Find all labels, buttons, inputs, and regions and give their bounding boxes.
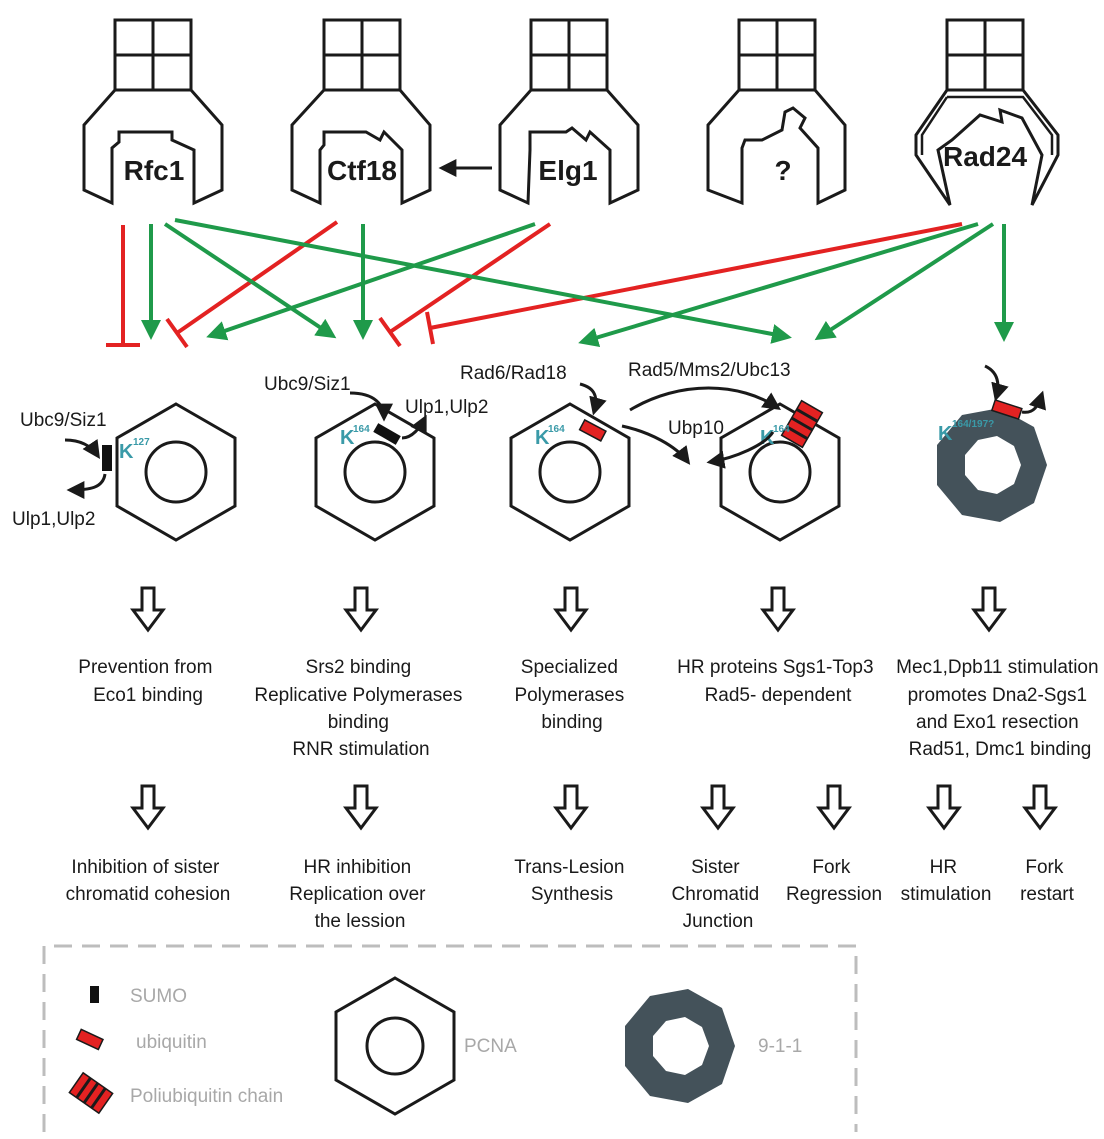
- clamp-label-rfc1: Rfc1: [124, 155, 185, 186]
- deubiquitination-arrow: [1021, 390, 1046, 414]
- clamp-911-ubiquitinated: K 164/197?: [937, 364, 1047, 522]
- pcna-polyubiquitin-k164: K 164 Rad5/Mms2/Ubc13 Ubp10: [621, 360, 841, 542]
- sumo-removal-arrow: [401, 414, 427, 440]
- sumo-removal-arrow: [66, 473, 107, 499]
- lysine-position: 127: [133, 437, 150, 448]
- legend: SUMO ubiquitin Poliubiquitin chain PCNA …: [42, 944, 858, 1132]
- clamp-loader-rfc1: Rfc1: [82, 18, 224, 206]
- rfc1-to-sumo-k164-arrow: [163, 222, 337, 339]
- lysine-position: 164: [548, 424, 565, 435]
- protease-label: Ulp1,Ulp2: [405, 397, 488, 418]
- lysine-label: K: [938, 423, 953, 445]
- deubiquitinase-label: Ubp10: [668, 418, 724, 439]
- legend-911-label: 9-1-1: [758, 1036, 802, 1057]
- ligase-label: Ubc9/Siz1: [264, 374, 351, 395]
- polyubiquitin-mark: [780, 399, 824, 449]
- down-arrow-function-3: [760, 586, 796, 633]
- lysine-position: 164/197?: [952, 419, 994, 430]
- down-arrow-outcome-6: [1022, 784, 1058, 831]
- rad24-inhibits-sumo-k164: [425, 222, 963, 345]
- function-monoubiquitin: Specialized Polymerases binding: [514, 657, 629, 733]
- pcna-monoubiquitin-k164: K 164 Rad6/Rad18: [460, 363, 631, 542]
- down-arrow-outcome-1: [343, 784, 379, 831]
- ligase-label: Rad6/Rad18: [460, 363, 567, 384]
- downstream-arrows: [130, 586, 1058, 831]
- rad24-to-polyub-arrow: [814, 222, 995, 341]
- function-texts: Prevention from Eco1 binding Srs2 bindin…: [78, 657, 1104, 760]
- outcome-fork-restart: Fork restart: [1020, 857, 1075, 905]
- ubiquitin-mark: [990, 398, 1023, 420]
- function-sumo-k164: Srs2 binding Replicative Polymerases bin…: [254, 657, 467, 760]
- ubiquitination-arrow: [579, 382, 607, 416]
- outcome-cohesion: Inhibition of sister chromatid cohesion: [66, 857, 231, 905]
- clamp-label-ctf18: Ctf18: [327, 155, 397, 186]
- down-arrow-function-2: [553, 586, 589, 633]
- clamp-label-elg1: Elg1: [538, 155, 597, 186]
- rad24-to-monoub-arrow: [578, 222, 979, 348]
- regulation-arrows: [106, 218, 1014, 349]
- down-arrow-outcome-4: [816, 784, 852, 831]
- ligase-label: Rad5/Mms2/Ubc13: [628, 360, 791, 381]
- down-arrow-outcome-3: [700, 784, 736, 831]
- function-polyubiquitin: HR proteins Sgs1-Top3 Rad5- dependent: [677, 657, 879, 706]
- rfc1-inhibits-sumo-k127: [106, 225, 140, 347]
- elg1-to-sumo-k127-arrow: [206, 222, 536, 341]
- down-arrow-function-4: [971, 586, 1007, 633]
- ubiquitin-mark: [578, 418, 607, 442]
- sumo-conjugation-arrow: [64, 438, 100, 459]
- legend-pcna-label: PCNA: [464, 1036, 517, 1057]
- outcome-texts: Inhibition of sister chromatid cohesion …: [66, 857, 1075, 932]
- rfc1-to-polyub-arrow: [174, 218, 792, 344]
- lysine-position: 164: [773, 424, 790, 435]
- deubiquitination-arrow-2: [706, 431, 775, 469]
- legend-polyubiquitin-swatch: [68, 1071, 114, 1115]
- pcna-sumo-k164: K 164 Ubc9/Siz1 Ulp1,Ulp2: [264, 374, 488, 542]
- clamp-label-rad24: Rad24: [943, 141, 1027, 172]
- outcome-hr-stimulation: HR stimulation: [901, 857, 992, 905]
- clamp-loader-ctf18: Ctf18: [290, 18, 432, 206]
- legend-911-swatch: [625, 989, 735, 1103]
- legend-ubiquitin-swatch: [75, 1028, 104, 1051]
- lysine-label: K: [340, 427, 355, 449]
- clamp-loader-unknown: ?: [706, 18, 847, 206]
- sumo-mark: [102, 445, 112, 471]
- clamp-label-unknown: ?: [774, 155, 791, 186]
- protease-label: Ulp1,Ulp2: [12, 509, 95, 530]
- clamp-loader-elg1: Elg1: [498, 18, 640, 206]
- legend-pcna-swatch: [334, 976, 456, 1116]
- outcome-sister-chromatid-junction: Sister Chromatid Junction: [672, 857, 765, 932]
- legend-polyubiquitin-label: Poliubiquitin chain: [130, 1086, 283, 1107]
- function-911: Mec1,Dpb11 stimulation promotes Dna2-Sgs…: [896, 657, 1104, 760]
- legend-sumo-label: SUMO: [130, 986, 187, 1007]
- outcome-fork-regression: Fork Regression: [786, 857, 882, 905]
- clamp-loader-rad24: Rad24: [914, 18, 1060, 206]
- legend-sumo-swatch: [90, 986, 99, 1003]
- polyubiquitination-arrow: [629, 386, 781, 412]
- ubiquitination-arrow: [984, 364, 1009, 402]
- down-arrow-outcome-2: [553, 784, 589, 831]
- lysine-position: 164: [353, 424, 370, 435]
- ligase-label: Ubc9/Siz1: [20, 410, 107, 431]
- outcome-hr-inhibition: HR inhibition Replication over the lessi…: [289, 857, 431, 932]
- pcna-sumo-k127: K 127 Ubc9/Siz1 Ulp1,Ulp2: [12, 402, 237, 542]
- legend-ubiquitin-label: ubiquitin: [136, 1032, 207, 1053]
- outcome-tls: Trans-Lesion Synthesis: [514, 857, 629, 905]
- function-sumo-k127: Prevention from Eco1 binding: [78, 657, 217, 706]
- down-arrow-outcome-5: [926, 784, 962, 831]
- down-arrow-function-0: [130, 586, 166, 633]
- down-arrow-outcome-0: [130, 784, 166, 831]
- legend-border: [42, 944, 858, 1132]
- sumo-conjugation-arrow: [349, 391, 393, 422]
- lysine-label: K: [119, 441, 134, 463]
- sumo-mark: [373, 423, 401, 445]
- down-arrow-function-1: [343, 586, 379, 633]
- deubiquitination-arrow: [621, 424, 691, 465]
- lysine-label: K: [535, 427, 550, 449]
- ctf18-inhibits-sumo-k127: [165, 220, 339, 349]
